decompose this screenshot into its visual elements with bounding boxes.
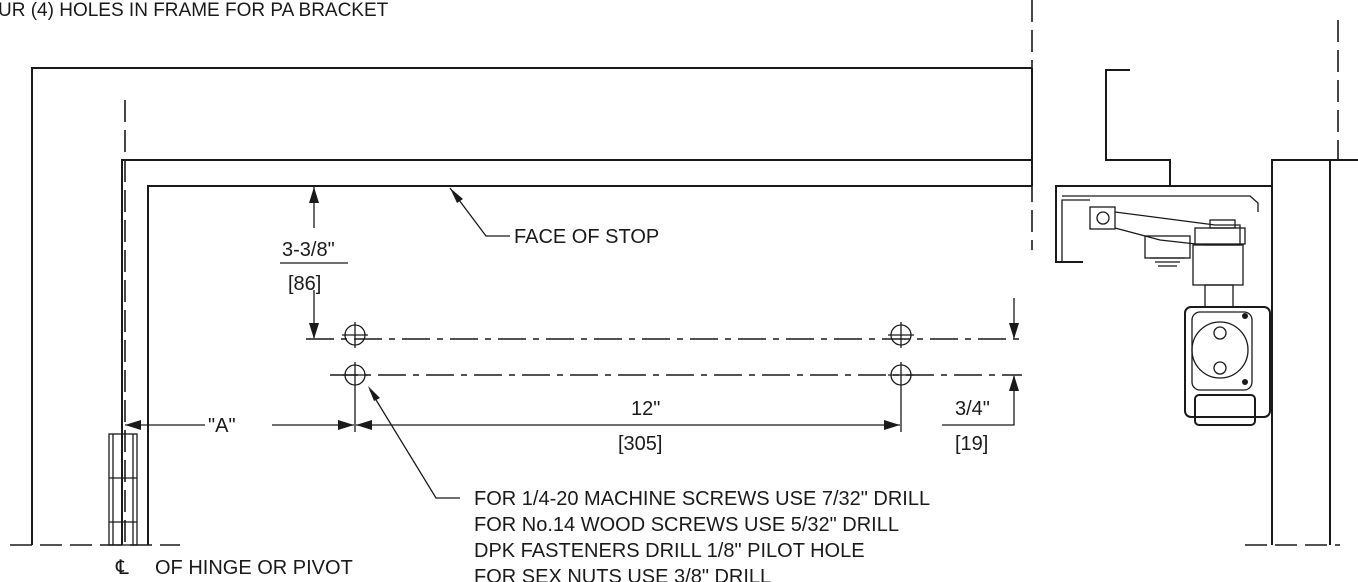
note-2: FOR No.14 WOOD SCREWS USE 5/32" DRILL (474, 514, 899, 536)
hole-top-right (888, 322, 914, 348)
mounting-holes (342, 322, 914, 388)
header-note: UR (4) HOLES IN FRAME FOR PA BRACKET (0, 0, 389, 21)
hole-bottom-left (342, 362, 368, 388)
dim-12-label: 12" (631, 398, 660, 420)
dim-3-4: 3/4" [19] (942, 298, 1019, 455)
dim-3-4-metric: [19] (955, 433, 988, 455)
hole-bottom-right (888, 362, 914, 388)
dim-3-3-8-metric: [86] (288, 273, 321, 295)
notes-leader (368, 386, 460, 499)
hinge-detail (108, 433, 138, 546)
drill-notes: FOR 1/4-20 MACHINE SCREWS USE 7/32" DRIL… (474, 488, 930, 582)
note-1: FOR 1/4-20 MACHINE SCREWS USE 7/32" DRIL… (474, 488, 930, 510)
face-of-stop-label: FACE OF STOP (514, 226, 659, 248)
note-3: DPK FASTENERS DRILL 1/8" PILOT HOLE (474, 540, 865, 562)
dim-3-3-8-label: 3-3/8" (282, 239, 335, 261)
hole-top-left (342, 322, 368, 348)
closer-side-view (1055, 20, 1358, 545)
dim-a: "A" (125, 415, 354, 437)
centerline-label: OF HINGE OR PIVOT (155, 557, 353, 579)
dim-12: 12" [305] (356, 398, 900, 455)
dim-3-3-8: 3-3/8" [86] (280, 186, 348, 339)
frame-outline (31, 67, 1033, 545)
centerline-symbol: ℄ (115, 557, 129, 579)
face-of-stop-callout: FACE OF STOP (449, 187, 659, 248)
centerline-callout: ℄ OF HINGE OR PIVOT (115, 557, 353, 579)
dim-a-label: "A" (208, 415, 236, 437)
dim-3-4-label: 3/4" (955, 398, 990, 420)
dim-12-metric: [305] (618, 433, 662, 455)
note-4: FOR SEX NUTS USE 3/8" DRILL (474, 566, 771, 582)
